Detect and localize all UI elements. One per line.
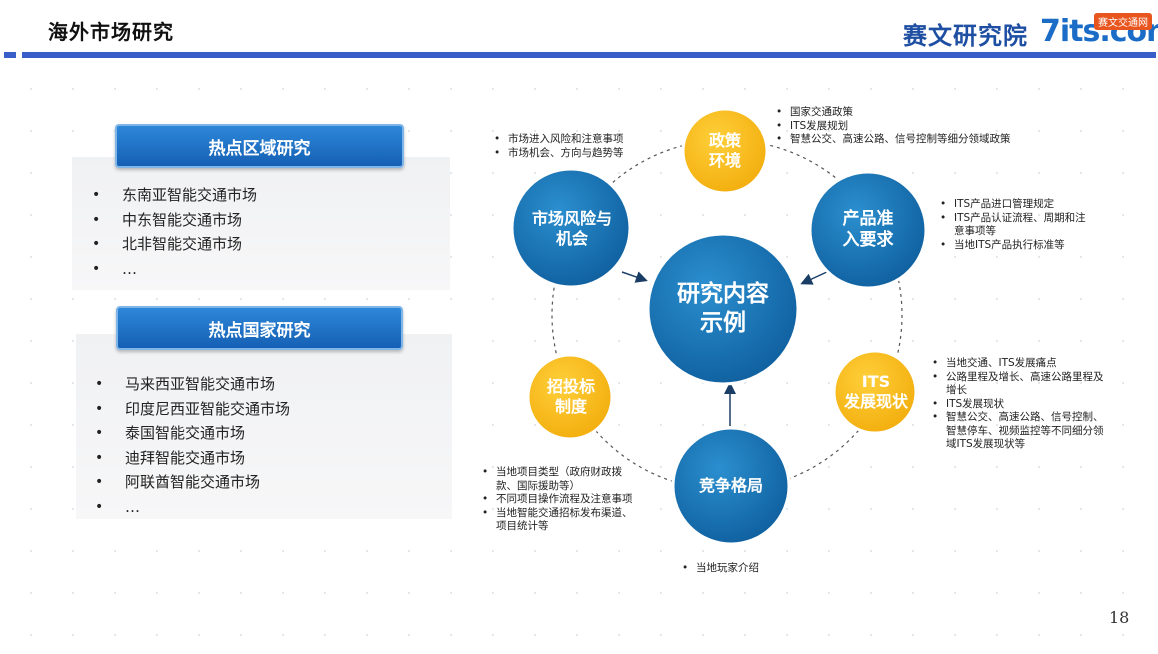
list-item: 马来西亚智能交通市场 [95,372,290,397]
node-competition [671,426,791,546]
list-item: 泰国智能交通市场 [95,421,290,446]
list-item: 印度尼西亚智能交通市场 [95,397,290,422]
list-item: 当地交通、ITS发展痛点 [932,357,1110,371]
list-item: ITS产品认证流程、周期和注意事项等 [940,212,1090,239]
list-item: 国家交通政策 [776,106,1066,120]
header-divider-bar [22,52,1156,58]
arrow-risk [621,271,648,283]
list-item: 市场进入风险和注意事项 [494,133,664,147]
center-node [646,232,800,386]
node-policy [681,107,769,195]
access-notes: ITS产品进口管理规定 ITS产品认证流程、周期和注意事项等 当地ITS产品执行… [940,198,1090,252]
competition-label: 竞争格局 [698,476,763,495]
page-number: 18 [1109,608,1130,627]
node-bidding [526,353,614,441]
node-its [832,349,918,435]
list-item: 中东智能交通市场 [92,208,257,233]
list-item: 当地ITS产品执行标准等 [940,239,1090,253]
bidding-label: 招投标制度 [546,377,595,416]
brand-logo-badge: 赛文交通网 [1094,13,1152,30]
region-list: 东南亚智能交通市场 中东智能交通市场 北非智能交通市场 … [92,183,257,281]
country-list: 马来西亚智能交通市场 印度尼西亚智能交通市场 泰国智能交通市场 迪拜智能交通市场… [95,372,290,519]
page-title: 海外市场研究 [48,20,174,44]
risk-notes: 市场进入风险和注意事项 市场机会、方向与趋势等 [494,133,664,160]
competition-notes: 当地玩家介绍 [682,562,802,576]
bidding-notes: 当地项目类型（政府财政拨款、国际援助等） 不同项目操作流程及注意事项 当地智能交… [482,466,634,534]
list-item: 迪拜智能交通市场 [95,446,290,471]
list-item: 北非智能交通市场 [92,232,257,257]
list-item: ITS发展现状 [932,398,1110,412]
list-item: 公路里程及增长、高速公路里程及增长 [932,371,1110,398]
arrow-access [800,270,830,285]
list-item: 当地项目类型（政府财政拨款、国际援助等） [482,466,634,493]
region-heading: 热点区域研究 [115,124,404,168]
its-notes: 当地交通、ITS发展痛点 公路里程及增长、高速公路里程及增长 ITS发展现状 智… [932,357,1110,452]
list-item: 东南亚智能交通市场 [92,183,257,208]
access-label: 产品准入要求 [842,208,894,250]
node-access [808,170,928,290]
header-accent-mark [4,52,16,58]
brand-logo-cn: 赛文研究院 [903,22,1028,50]
list-item: ITS产品进口管理规定 [940,198,1090,212]
node-risk [510,167,632,289]
policy-notes: 国家交通政策 ITS发展规划 智慧公交、高速公路、信号控制等细分领域政策 [776,106,1066,147]
list-item: 智慧公交、高速公路、信号控制等细分领域政策 [776,133,1066,147]
policy-label: 政策环境 [708,131,741,170]
list-item: 阿联酋智能交通市场 [95,470,290,495]
list-item: 不同项目操作流程及注意事项 [482,493,634,507]
list-item: 智慧公交、高速公路、信号控制、智慧停车、视频监控等不同细分领域ITS发展现状等 [932,411,1110,452]
list-item: 当地玩家介绍 [682,562,802,576]
list-item: … [92,257,257,282]
center-label: 研究内容示例 [677,281,769,336]
country-heading: 热点国家研究 [116,306,403,350]
risk-label: 市场风险与机会 [531,209,612,248]
list-item: 当地智能交通招标发布渠道、项目统计等 [482,507,634,534]
list-item: … [95,495,290,520]
list-item: ITS发展规划 [776,120,1066,134]
list-item: 市场机会、方向与趋势等 [494,147,664,161]
